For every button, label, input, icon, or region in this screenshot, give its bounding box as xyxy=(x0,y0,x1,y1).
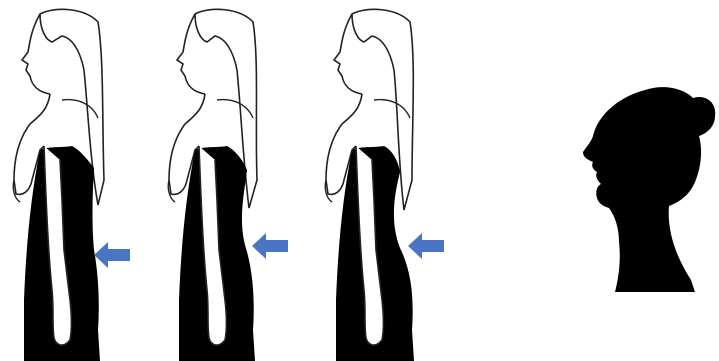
posture-figure-2-drawing xyxy=(155,0,305,361)
left-arrow-icon xyxy=(94,242,130,268)
left-arrow-icon xyxy=(408,233,444,259)
posture-figure-2 xyxy=(155,0,305,361)
posture-figure-3-drawing xyxy=(312,0,462,361)
posture-figure-1-drawing xyxy=(0,0,150,361)
left-arrow-icon xyxy=(252,233,288,259)
female-head-silhouette xyxy=(575,80,719,300)
posture-figure-3 xyxy=(312,0,462,361)
posture-figure-1 xyxy=(0,0,150,361)
